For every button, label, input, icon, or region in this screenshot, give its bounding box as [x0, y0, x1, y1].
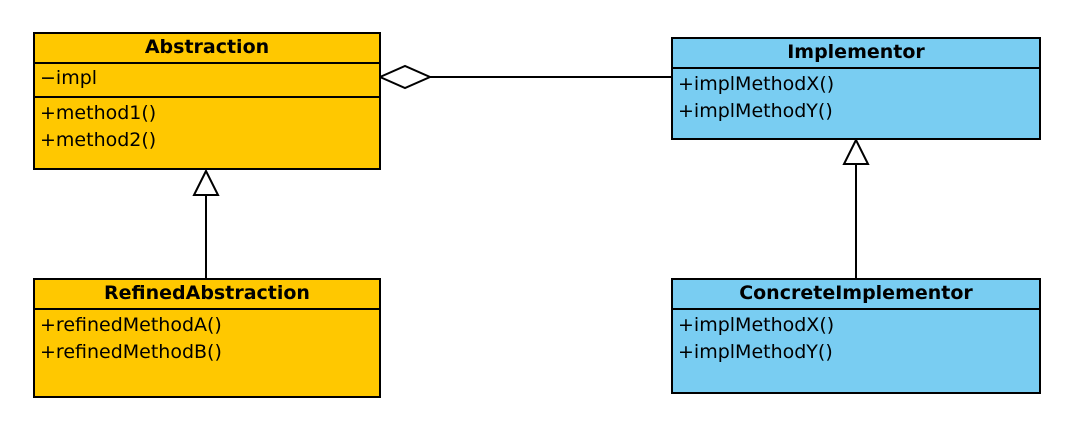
method-method1: +method1() [40, 102, 157, 124]
method-concrete-impl-y: +implMethodY() [678, 341, 833, 363]
class-abstraction-methods: +method1() +method2() [35, 98, 379, 156]
method-impl-y: +implMethodY() [678, 100, 833, 122]
class-concrete-implementor-methods: +implMethodX() +implMethodY() [673, 310, 1039, 368]
attribute-impl: −impl [40, 67, 98, 89]
method-concrete-impl-x: +implMethodX() [678, 314, 835, 336]
class-abstraction-attributes: −impl [35, 64, 379, 98]
class-concrete-implementor: ConcreteImplementor +implMethodX() +impl… [671, 278, 1041, 394]
method-impl-x: +implMethodX() [678, 73, 835, 95]
generalization-arrowhead-refined [192, 168, 220, 196]
class-implementor: Implementor +implMethodX() +implMethodY(… [671, 37, 1041, 140]
class-refined-abstraction: RefinedAbstraction +refinedMethodA() +re… [33, 278, 381, 398]
class-implementor-methods: +implMethodX() +implMethodY() [673, 69, 1039, 127]
class-concrete-implementor-title: ConcreteImplementor [673, 280, 1039, 310]
generalization-arrowhead-concrete [842, 137, 870, 165]
class-implementor-title: Implementor [673, 39, 1039, 69]
class-abstraction-title: Abstraction [35, 34, 379, 64]
class-refined-abstraction-methods: +refinedMethodA() +refinedMethodB() [35, 310, 379, 368]
method-method2: +method2() [40, 129, 157, 151]
method-refined-a: +refinedMethodA() [40, 314, 222, 336]
method-refined-b: +refinedMethodB() [40, 341, 222, 363]
class-abstraction: Abstraction −impl +method1() +method2() [33, 32, 381, 170]
aggregation-diamond [377, 64, 433, 90]
class-refined-abstraction-title: RefinedAbstraction [35, 280, 379, 310]
